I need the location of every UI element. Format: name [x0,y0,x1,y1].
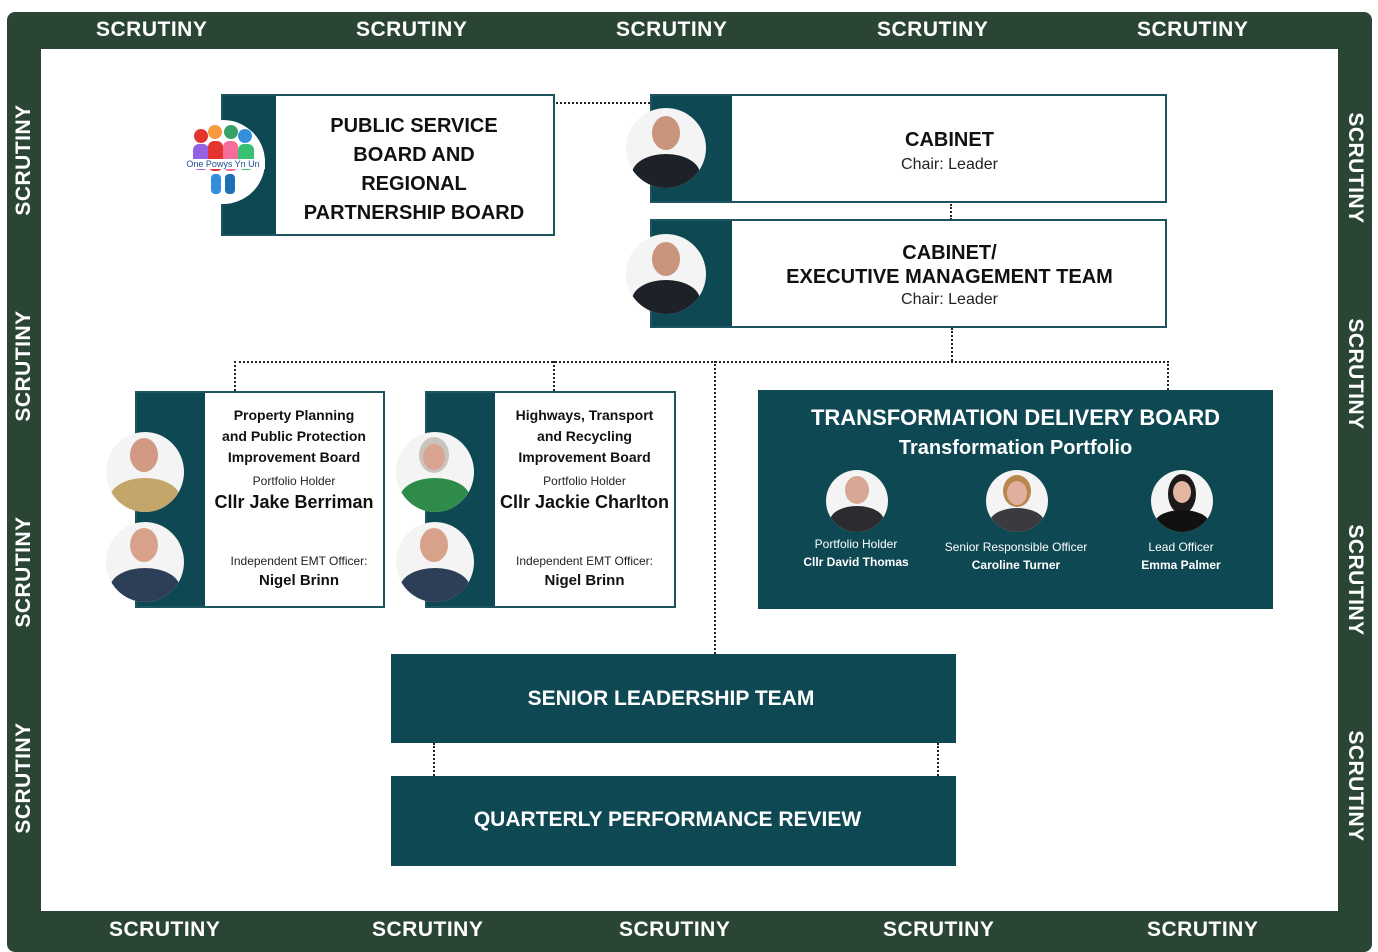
scrutiny-label-left-3: SCRUTINY [12,516,35,628]
property-board-title-line: Property Planning [233,407,355,423]
scrutiny-label-right-1: SCRUTINY [1344,112,1367,224]
nigel-brinn-avatar [396,522,474,602]
highways-portfolio-label: Portfolio Holder [543,474,626,488]
scrutiny-label-left-4: SCRUTINY [12,722,35,834]
property-officer-label: Independent EMT Officer: [230,554,368,568]
cabinet-emt-title-line: EXECUTIVE MANAGEMENT TEAM [786,266,1113,288]
scrutiny-label-bottom-3: SCRUTINY [619,918,731,941]
slt-box: SENIOR LEADERSHIP TEAM [391,654,956,743]
property-board-title: Property Planning and Public Protection … [205,405,383,468]
slt-title: SENIOR LEADERSHIP TEAM [527,687,815,710]
scrutiny-label-left-1: SCRUTINY [12,104,35,216]
cabinet-emt-title-line: CABINET/ [902,242,997,264]
psb-title-line: BOARD AND [353,144,475,166]
property-board-connector [234,361,236,391]
property-officer-name: Nigel Brinn [258,572,339,589]
highways-board-connector [553,361,555,391]
scrutiny-label-right-4: SCRUTINY [1344,730,1367,842]
psb-cabinet-connector [556,102,650,104]
david-thomas-avatar [826,470,888,532]
caroline-turner-name: Caroline Turner [971,558,1061,572]
psb-title-line: PUBLIC SERVICE [330,115,498,137]
logo-text: One Powys Yn Un [181,159,265,169]
slt-connector [714,361,716,654]
psb-title-line: PARTNERSHIP BOARD [303,202,525,224]
scrutiny-label-top-4: SCRUTINY [877,18,989,41]
psb-title-line: REGIONAL [361,173,467,195]
scrutiny-label-bottom-5: SCRUTINY [1147,918,1259,941]
cabinet-box: CABINET Chair: Leader [650,94,1167,203]
nigel-brinn-avatar [106,522,184,602]
highways-officer-name: Nigel Brinn [544,572,625,589]
leader-avatar [626,108,706,188]
scrutiny-label-top-3: SCRUTINY [616,18,728,41]
one-powys-logo: One Powys Yn Un [181,120,265,204]
property-portfolio-label: Portfolio Holder [252,474,336,488]
highways-board-title-line: and Recycling [537,428,632,444]
emma-palmer-role: Lead Officer [1148,540,1214,554]
psb-title: PUBLIC SERVICE BOARD AND REGIONAL PARTNE… [279,112,549,228]
cabinet-chair: Chair: Leader [901,156,998,173]
transformation-subtitle: Transformation Portfolio [898,437,1133,459]
jake-berriman-avatar [106,432,184,512]
scrutiny-label-right-3: SCRUTINY [1344,524,1367,636]
highways-portfolio-name: Cllr Jackie Charlton [499,492,670,512]
highways-board-title-line: Highways, Transport [515,407,654,423]
scrutiny-label-bottom-1: SCRUTINY [109,918,221,941]
emma-palmer-name: Emma Palmer [1141,558,1221,572]
property-board-title-line: Improvement Board [227,449,361,465]
scrutiny-label-top-5: SCRUTINY [1137,18,1249,41]
caroline-turner-role: Senior Responsible Officer [944,540,1088,554]
cabinet-emt-connector [950,204,952,220]
transformation-board-box: TRANSFORMATION DELIVERY BOARD Transforma… [758,390,1273,609]
scrutiny-label-bottom-2: SCRUTINY [372,918,484,941]
slt-qpr-connector-left [433,743,435,776]
scrutiny-label-right-2: SCRUTINY [1344,318,1367,430]
emt-down-connector [951,328,953,361]
qpr-box: QUARTERLY PERFORMANCE REVIEW [391,776,956,866]
david-thomas-name: Cllr David Thomas [803,555,909,569]
david-thomas-role: Portfolio Holder [814,537,898,551]
emma-palmer-avatar [1151,470,1213,532]
highways-board-title: Highways, Transport and Recycling Improv… [495,405,674,468]
property-board-title-line: and Public Protection [222,428,366,444]
cabinet-emt-title: CABINET/ EXECUTIVE MANAGEMENT TEAM [734,241,1165,289]
qpr-title: QUARTERLY PERFORMANCE REVIEW [473,808,862,831]
scrutiny-label-left-2: SCRUTINY [12,310,35,422]
highways-officer-label: Independent EMT Officer: [516,554,653,568]
scrutiny-label-bottom-4: SCRUTINY [883,918,995,941]
cabinet-emt-chair: Chair: Leader [901,291,998,308]
caroline-turner-avatar [986,470,1048,532]
scrutiny-label-top-2: SCRUTINY [356,18,468,41]
cabinet-emt-box: CABINET/ EXECUTIVE MANAGEMENT TEAM Chair… [650,219,1167,328]
leader-avatar [626,234,706,314]
highways-board-title-line: Improvement Board [518,449,651,465]
jackie-charlton-avatar [396,432,474,512]
psb-box: PUBLIC SERVICE BOARD AND REGIONAL PARTNE… [221,94,555,236]
scrutiny-label-top-1: SCRUTINY [96,18,208,41]
boards-horizontal-connector [234,361,1169,363]
slt-qpr-connector-right [937,743,939,776]
transformation-board-connector [1167,361,1169,390]
property-portfolio-name: Cllr Jake Berriman [214,492,374,512]
cabinet-title: CABINET [905,129,994,151]
transformation-title: TRANSFORMATION DELIVERY BOARD [810,405,1221,430]
